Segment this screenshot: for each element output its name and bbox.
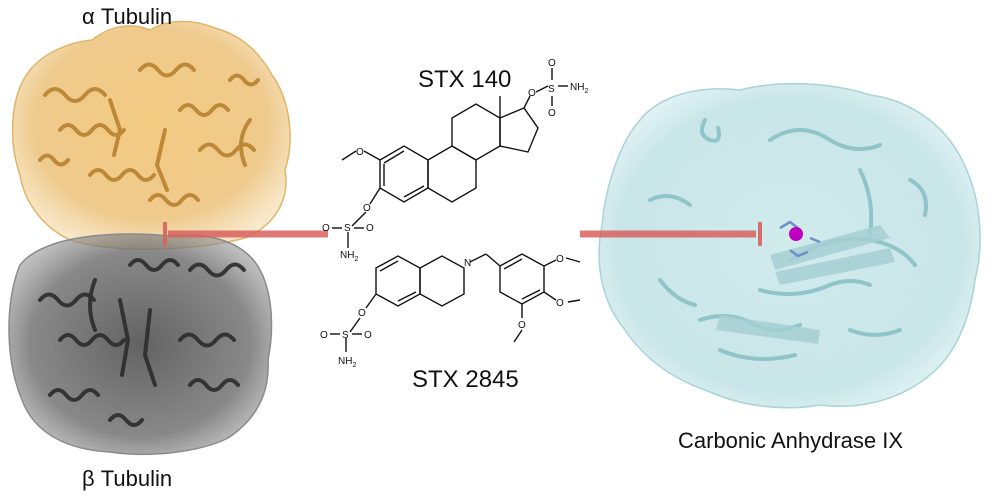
stx2845-structure xyxy=(330,253,581,352)
atom-o-17c: O xyxy=(548,108,556,119)
carbonic-anhydrase-label: Carbonic Anhydrase IX xyxy=(678,428,904,453)
alpha-tubulin-surface xyxy=(11,20,291,251)
atom-s-sulfamate-b: S xyxy=(342,330,349,341)
alpha-tubulin-label: α Tubulin xyxy=(82,4,173,29)
atom-s-sulfamate-a: S xyxy=(344,223,351,234)
alpha-tubulin-structure xyxy=(11,20,291,251)
atom-o-17b: O xyxy=(548,58,556,69)
stx140-atom-labels: O O S O O NH2 O S O O NH2 xyxy=(322,58,588,263)
atom-o-17: O xyxy=(528,88,536,99)
zinc-ion xyxy=(789,227,803,241)
stx140-structure xyxy=(332,68,568,248)
atom-o-sulfamate-b: O xyxy=(358,308,366,319)
stx140-label: STX 140 xyxy=(418,66,512,93)
atom-o-methoxy-2: O xyxy=(556,298,564,309)
atom-n-ring: N xyxy=(464,258,471,269)
atom-s-17: S xyxy=(548,84,555,95)
beta-tubulin-ribbons xyxy=(38,258,246,427)
atom-o-sulfamate-a2: O xyxy=(322,223,330,234)
alpha-tubulin-ribbons xyxy=(38,62,260,207)
ca9-beta-sheets xyxy=(716,225,895,344)
atom-o-sulfamate-b3: O xyxy=(364,330,372,341)
atom-o-methoxy-1: O xyxy=(556,254,564,265)
inhibition-arrow-tubulin xyxy=(163,222,328,246)
atom-nh2-17: NH2 xyxy=(570,82,588,95)
inhibition-arrow-ca9 xyxy=(580,222,762,246)
beta-tubulin-label: β Tubulin xyxy=(82,466,173,491)
carbonic-anhydrase-structure xyxy=(598,82,981,409)
ca9-active-site-residues xyxy=(779,220,821,258)
stx2845-atom-labels: N O O O O S O O NH2 xyxy=(320,254,564,369)
atom-o-sulfamate-b2: O xyxy=(320,330,328,341)
beta-tubulin-structure xyxy=(8,233,273,456)
atom-nh2-b: NH2 xyxy=(338,356,356,369)
stx2845-label: STX 2845 xyxy=(412,366,519,393)
atom-o-methoxy-3: O xyxy=(518,320,526,331)
atom-o-sulfamate-a: O xyxy=(363,203,371,214)
atom-nh2-a: NH2 xyxy=(340,250,358,263)
ca9-surface xyxy=(598,82,981,409)
atom-o-methoxy: O xyxy=(356,147,364,158)
atom-o-sulfamate-a3: O xyxy=(366,223,374,234)
